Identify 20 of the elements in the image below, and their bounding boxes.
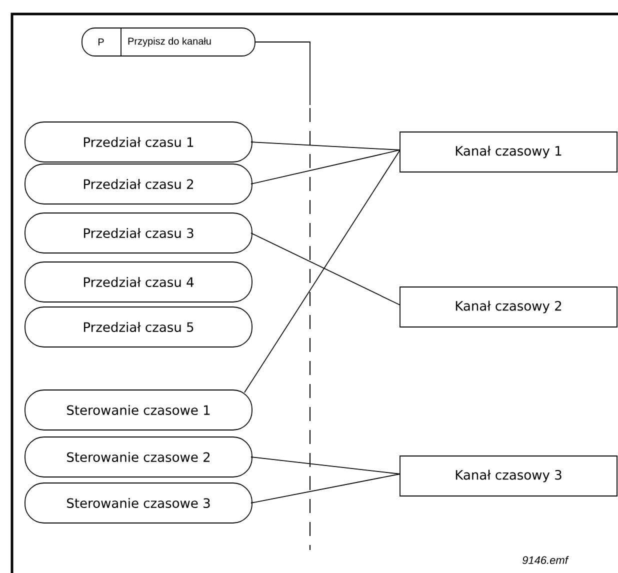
connector-line <box>250 474 400 504</box>
channel-box: Kanał czasowy 2 <box>400 286 618 328</box>
time-interval-box: Przedział czasu 5 <box>24 306 252 348</box>
time-interval-box: Przedział czasu 1 <box>24 122 252 162</box>
time-interval-box: Przedział czasu 4 <box>24 262 252 302</box>
time-interval-box: Przedział czasu 3 <box>24 212 252 254</box>
file-name: 9146.emf <box>522 556 569 564</box>
connector-line <box>250 232 400 306</box>
parameter-box: P Przypisz do kanału <box>82 28 256 56</box>
time-interval-box: Przedział czasu 2 <box>24 164 252 204</box>
time-interval-box: Sterowanie czasowe 1 <box>24 390 252 430</box>
connector-line <box>250 142 400 150</box>
connector-line <box>250 150 400 184</box>
time-interval-box: Sterowanie czasowe 3 <box>24 482 252 524</box>
connector-line <box>255 42 310 106</box>
time-interval-box: Sterowanie czasowe 2 <box>24 436 252 478</box>
channel-box: Kanał czasowy 1 <box>400 132 618 172</box>
connector-line <box>244 150 400 393</box>
connector-line <box>250 456 400 474</box>
channel-box: Kanał czasowy 3 <box>400 456 618 496</box>
